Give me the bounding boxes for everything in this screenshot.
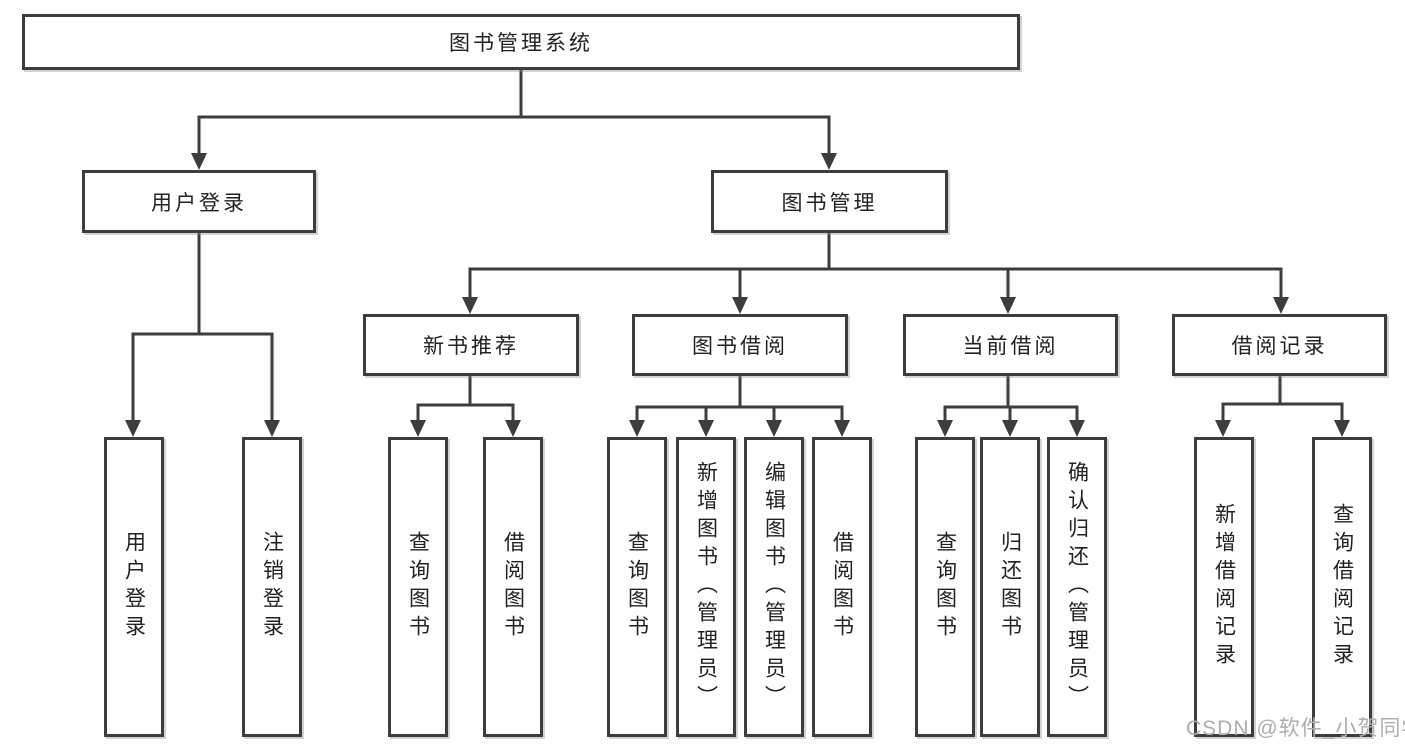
leaf-add-book-admin: 新增图书（管理员） [676,437,736,737]
arrowhead-down-icon [1334,420,1350,437]
arrowhead-down-icon [1273,297,1289,314]
leaf-return-books: 归还图书 [980,437,1040,737]
arrowhead-down-icon [1000,297,1016,314]
arrowhead-down-icon [821,153,837,170]
leaf-borrow-books-recommend: 借阅图书 [483,437,543,737]
arrowhead-down-icon [462,297,478,314]
leaf-logout: 注销登录 [242,437,302,737]
leaf-confirm-return-admin: 确认归还（管理员） [1047,437,1107,737]
arrowhead-down-icon [1069,420,1085,437]
leaf-edit-book-admin: 编辑图书（管理员） [744,437,804,737]
connector-line-borrow-records [1221,376,1344,428]
connector-line-book-borrow [635,376,844,428]
arrowhead-down-icon [125,420,141,437]
leaf-query-books-borrow: 查询图书 [607,437,667,737]
arrowhead-down-icon [1002,420,1018,437]
connector-line-root [197,70,831,160]
leaf-add-borrow-record: 新增借阅记录 [1194,437,1254,737]
arrowhead-down-icon [629,420,645,437]
node-new-book-recommend: 新书推荐 [363,314,579,376]
arrowhead-down-icon [698,420,714,437]
watermark: CSDN @软件_小贺同学 [1186,717,1405,740]
arrowhead-down-icon [937,420,953,437]
leaf-borrow-books: 借阅图书 [812,437,872,737]
arrowhead-down-icon [834,420,850,437]
arrowhead-down-icon [264,420,280,437]
node-book-management: 图书管理 [711,170,948,233]
leaf-user-login: 用户登录 [104,437,164,737]
arrowhead-down-icon [505,420,521,437]
arrowhead-down-icon [732,297,748,314]
leaf-query-books-current: 查询图书 [915,437,975,737]
arrowhead-down-icon [1215,420,1231,437]
node-user-login: 用户登录 [82,170,316,233]
node-borrow-records: 借阅记录 [1172,314,1387,376]
node-book-borrow: 图书借阅 [632,314,848,376]
arrowhead-down-icon [766,420,782,437]
arrowhead-down-icon [410,420,426,437]
node-current-borrow: 当前借阅 [903,314,1118,376]
connector-line-new-book-recommend [416,376,515,428]
leaf-query-borrow-record: 查询借阅记录 [1312,437,1372,737]
arrowhead-down-icon [191,153,207,170]
connector-line-book-management [468,233,1283,306]
leaf-query-books-recommend: 查询图书 [388,437,448,737]
node-root: 图书管理系统 [22,14,1020,70]
connector-line-user-login [131,233,274,428]
